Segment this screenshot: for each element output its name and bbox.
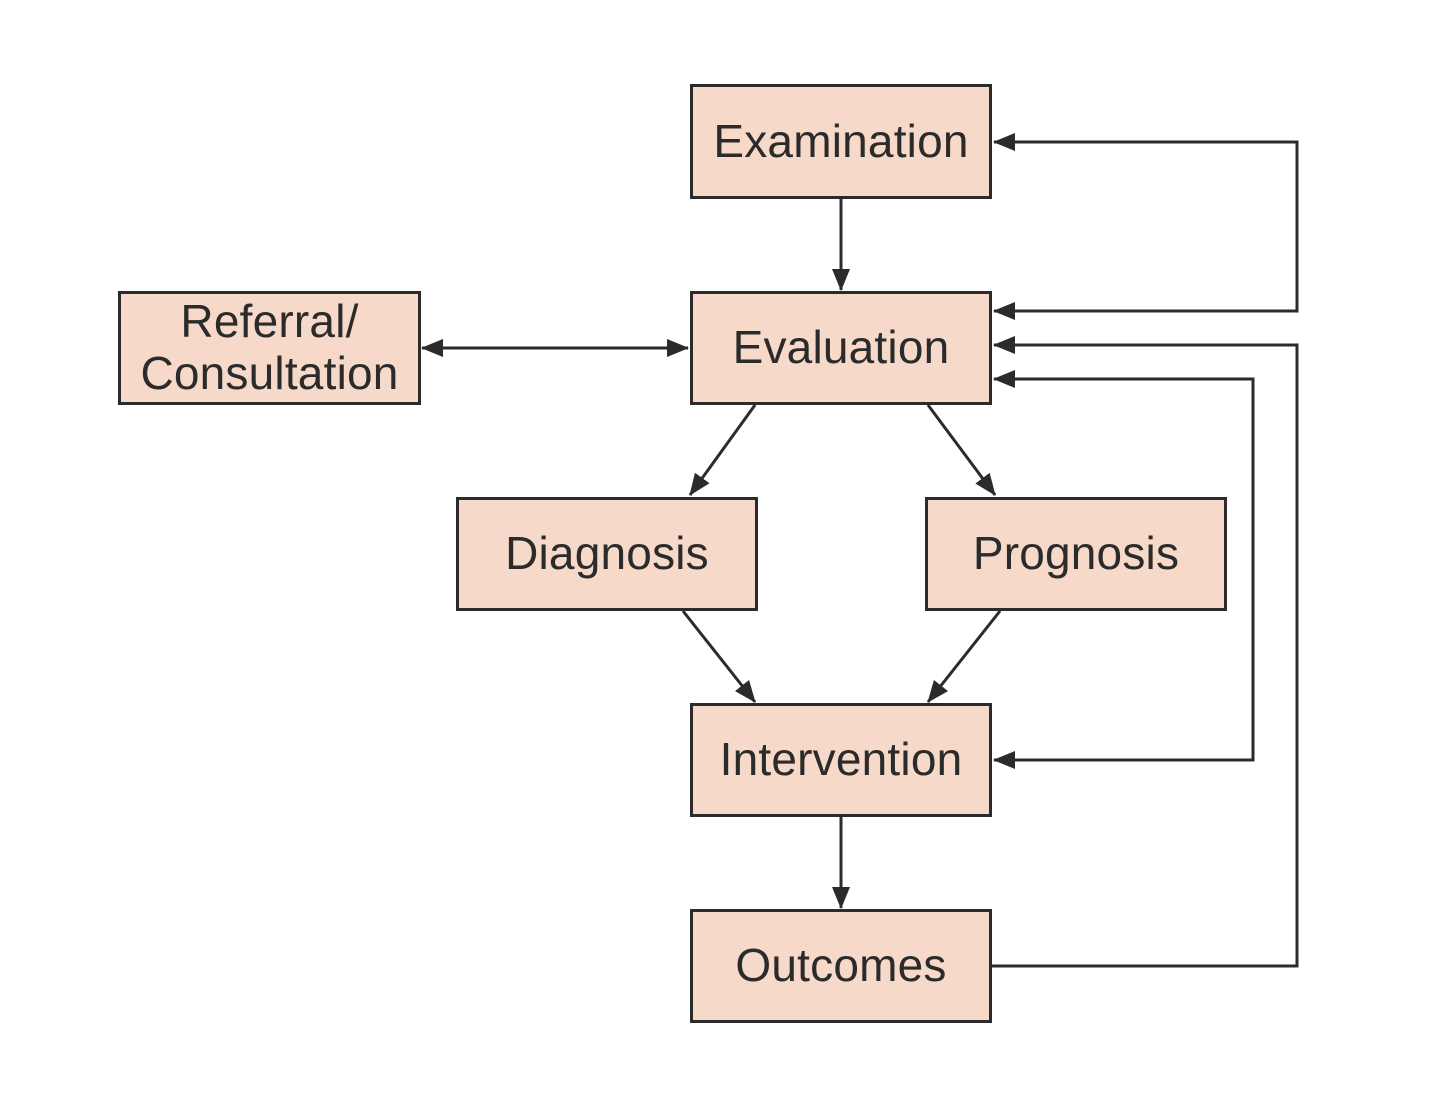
examination-label: Examination: [713, 114, 969, 167]
evaluation-box: Evaluation: [690, 291, 992, 405]
intervention-label: Intervention: [719, 733, 963, 786]
prognosis-box: Prognosis: [925, 497, 1227, 611]
intervention-box: Intervention: [690, 703, 992, 817]
prognosis-label: Prognosis: [972, 527, 1180, 580]
arrow-diagnosis-to-intervention: [681, 610, 757, 703]
evaluation-label: Evaluation: [732, 321, 950, 374]
arrow-prognosis-to-intervention: [926, 610, 1002, 703]
referral-label: Referral/: [180, 295, 359, 348]
examination-box: Examination: [690, 84, 992, 199]
arrow-loop-outcomes-evaluation: [992, 336, 1299, 968]
referral-consultation-box: Referral/ Consultation: [118, 291, 421, 405]
arrow-loop-evaluation-intervention: [993, 370, 1255, 769]
diagnosis-box: Diagnosis: [456, 497, 758, 611]
outcomes-box: Outcomes: [690, 909, 992, 1023]
diagnosis-label: Diagnosis: [505, 527, 709, 580]
arrow-loop-evaluation-examination: [993, 133, 1299, 320]
outcomes-label: Outcomes: [735, 939, 947, 992]
arrow-evaluation-to-diagnosis: [688, 404, 757, 496]
arrow-evaluation-to-prognosis: [926, 404, 997, 496]
consultation-label: Consultation: [140, 347, 399, 399]
